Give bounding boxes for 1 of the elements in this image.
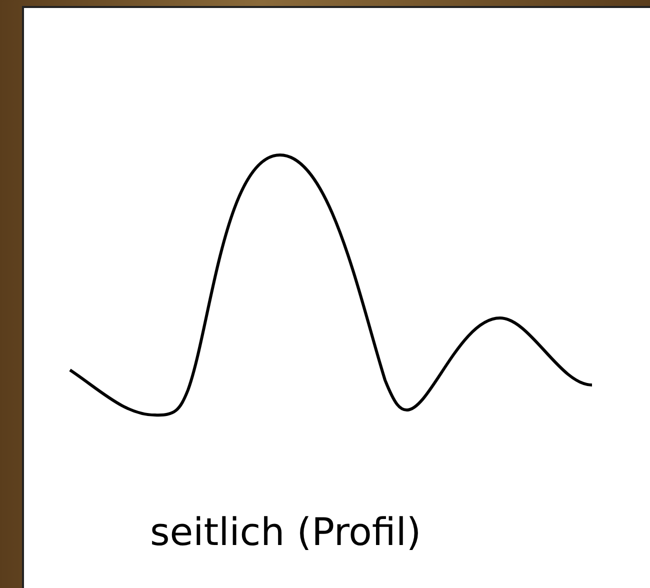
caption: seitlich (Profil) bbox=[150, 510, 422, 554]
